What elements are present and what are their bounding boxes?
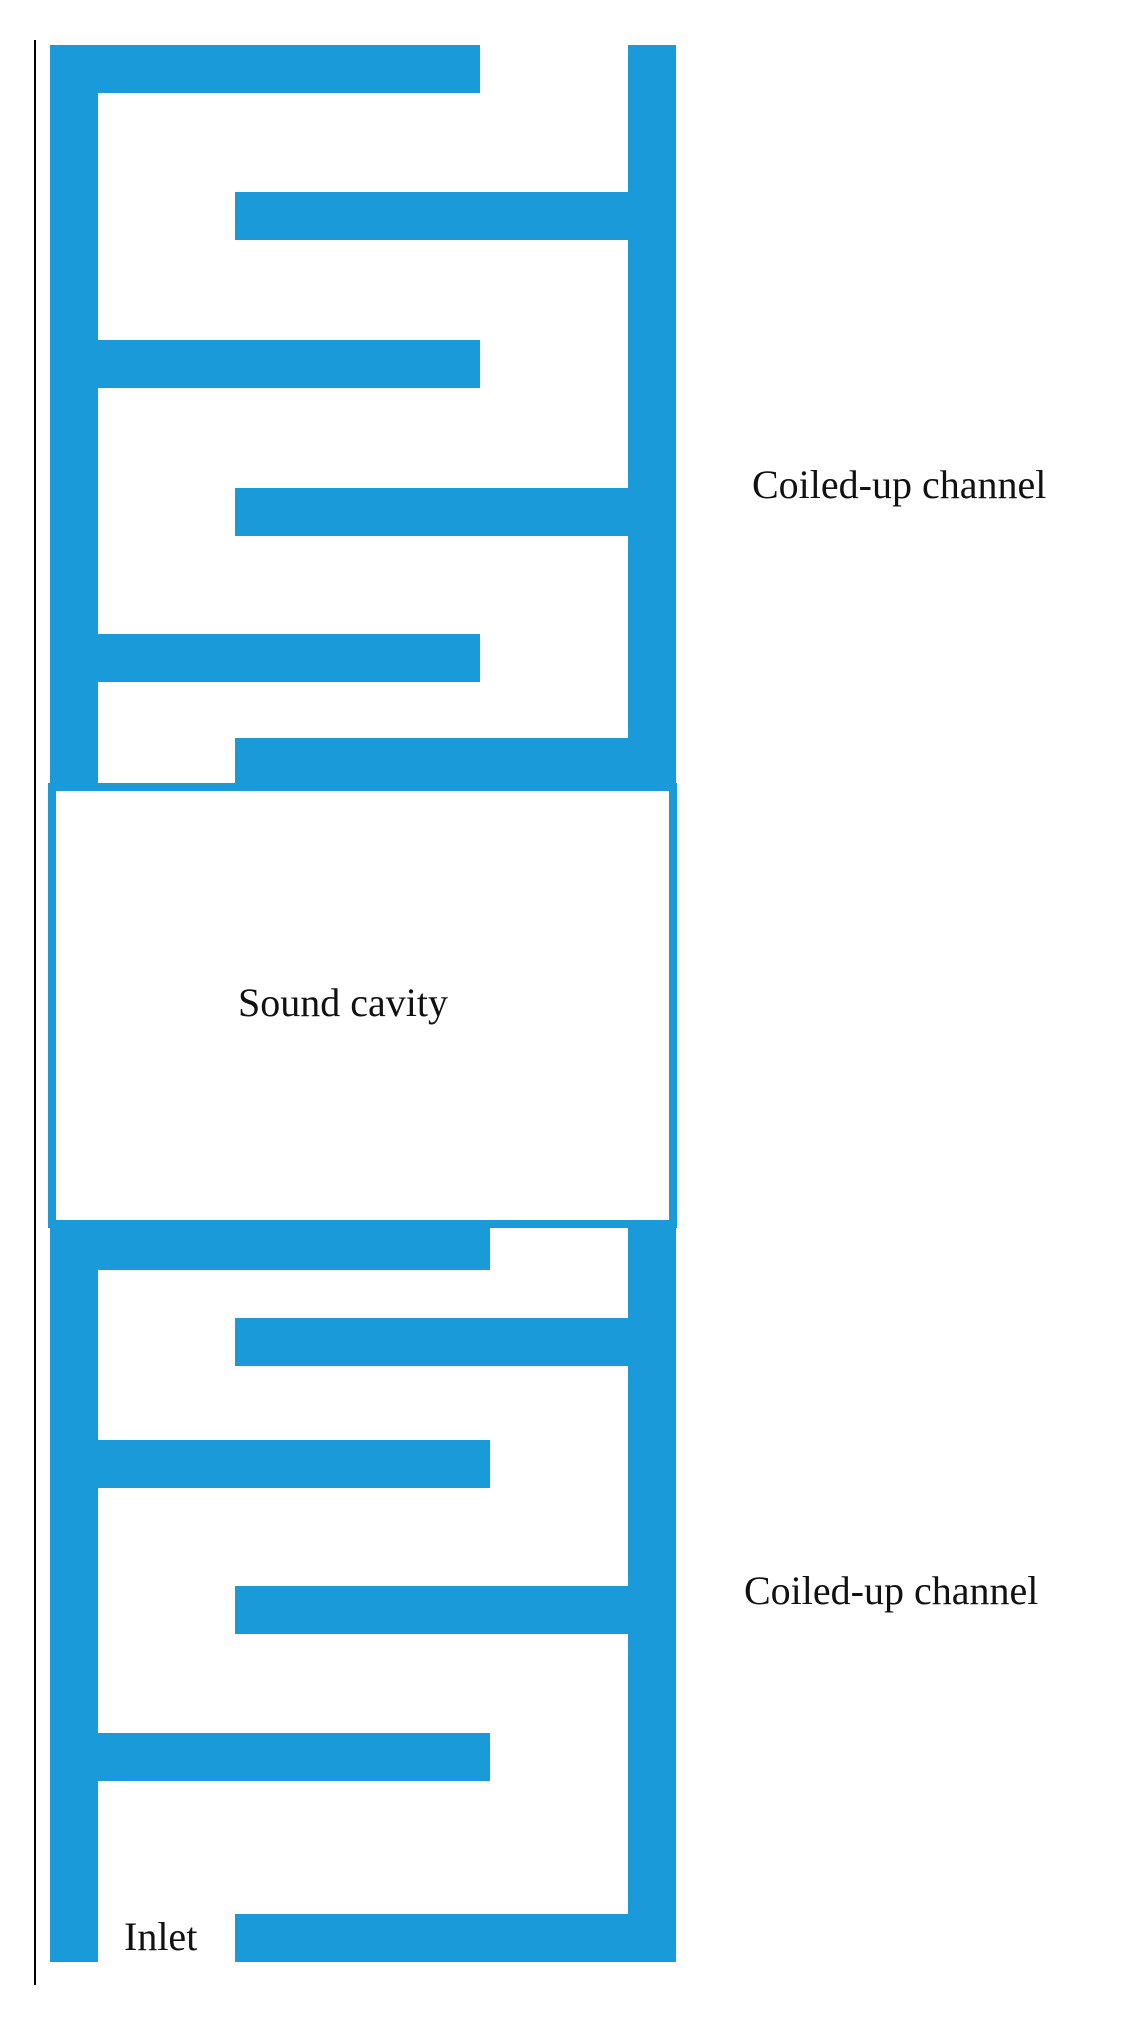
- lower-baffle-4: [235, 1586, 628, 1634]
- lower-baffle-6: [235, 1914, 628, 1962]
- channel-walls: [50, 45, 676, 1962]
- cavity-label: Sound cavity: [238, 980, 448, 1025]
- lower-baffle-5: [98, 1733, 490, 1781]
- lower-channel-label: Coiled-up channel: [744, 1568, 1038, 1613]
- upper-baffle-6: [235, 738, 628, 786]
- upper-baffle-3: [98, 340, 480, 388]
- lower-left-wall: [50, 1222, 98, 1962]
- lower-baffle-3: [98, 1440, 490, 1488]
- lower-baffle-2: [235, 1318, 628, 1366]
- upper-right-wall: [628, 45, 676, 785]
- upper-channel-label: Coiled-up channel: [752, 462, 1046, 507]
- inlet-label: Inlet: [124, 1914, 197, 1959]
- lower-right-wall: [628, 1222, 676, 1962]
- upper-baffle-5: [98, 634, 480, 682]
- upper-left-wall: [50, 45, 98, 785]
- lower-baffle-1: [98, 1222, 490, 1270]
- sound-cavity: [48, 783, 677, 1228]
- upper-baffle-4: [235, 488, 628, 536]
- upper-baffle-2: [235, 192, 628, 240]
- upper-baffle-1: [98, 45, 480, 93]
